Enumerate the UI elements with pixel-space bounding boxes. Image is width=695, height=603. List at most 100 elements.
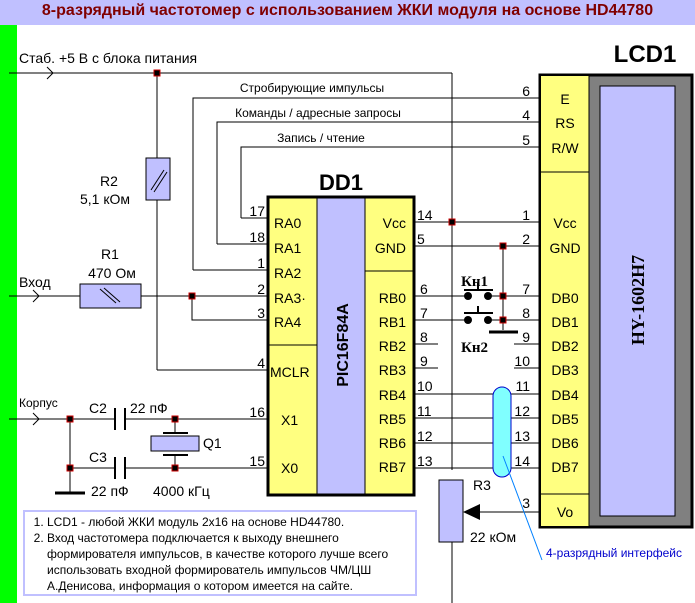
pin-number: 12 <box>417 428 433 444</box>
pin-number: 10 <box>417 378 433 394</box>
r3-value: 22 кОм <box>470 529 516 545</box>
bus-highlight <box>492 386 512 478</box>
pin-number: 12 <box>514 403 530 419</box>
pin-name: RB7 <box>379 459 406 475</box>
pin-number: 5 <box>522 132 530 148</box>
pin-name: RB6 <box>379 435 406 451</box>
side-bar <box>0 25 17 603</box>
lcd1-part: HY-1602H7 <box>628 255 648 345</box>
pin-name: Vcc <box>553 215 576 231</box>
pin-number: 6 <box>522 83 530 99</box>
pin-name: RA4 <box>274 314 301 330</box>
pin-number: 9 <box>420 353 428 369</box>
pin-name: R/W <box>551 140 579 156</box>
pin-name: GND <box>375 240 406 256</box>
pin-number: 8 <box>420 329 428 345</box>
note-item: Вход частотомера подключается к выходу в… <box>47 530 411 594</box>
pin-name: RB4 <box>379 387 406 403</box>
pin-name: RB0 <box>379 290 406 306</box>
c3-ref: C3 <box>89 449 107 465</box>
dd1-right-pins: 14 Vcc 5 GND 6 RB0 7 RB1 8 RB2 9 RB3 10 … <box>375 207 433 475</box>
pin-name: DB7 <box>551 459 578 475</box>
notes-box: LCD1 - любой ЖКИ модуль 2х16 на основе H… <box>23 510 417 596</box>
pin-name: RA3· <box>274 290 306 306</box>
annotation-leader <box>502 455 543 561</box>
r1-value: 470 Ом <box>88 265 136 281</box>
pin-number: 4 <box>522 107 530 123</box>
pin-number: 3 <box>257 305 265 321</box>
pin-number: 13 <box>417 453 433 469</box>
pin-number: 7 <box>522 281 530 297</box>
pin-name: DB0 <box>551 290 578 306</box>
power-input-label: Стаб. +5 В с блока питания <box>19 50 197 66</box>
note-item: LCD1 - любой ЖКИ модуль 2х16 на основе H… <box>47 514 411 530</box>
pin-number: 16 <box>249 404 265 420</box>
dd1-left-pins: 17 RA0 18 RA1 1 RA2 2 RA3· 3 RA4 4 MCLR … <box>249 203 309 476</box>
pin-number: 10 <box>514 353 530 369</box>
pin-number: 18 <box>249 229 265 245</box>
r2-ref: R2 <box>100 173 118 189</box>
header-bar: 8-разрядный частотомер с использованием … <box>0 0 695 25</box>
junctions <box>66 69 507 472</box>
button-kn2-label: Кн2 <box>461 340 488 356</box>
r2-value: 5,1 кОм <box>80 191 130 207</box>
lcd1-ref: LCD1 <box>614 41 677 68</box>
ground-input-label: Корпус <box>19 396 58 410</box>
crystal-q1 <box>150 435 200 452</box>
c2-value: 22 пФ <box>130 400 168 416</box>
resistor-r3 <box>438 479 480 543</box>
pin-name: X1 <box>281 412 298 428</box>
pin-name: RA1 <box>274 240 301 256</box>
resistor-r2 <box>145 157 171 201</box>
pin-name: X0 <box>281 460 298 476</box>
r3-ref: R3 <box>473 477 491 493</box>
pin-number: 3 <box>522 495 530 511</box>
pin-number: 14 <box>514 453 530 469</box>
pin-number: 6 <box>420 281 428 297</box>
pin-name: MCLR <box>270 364 310 380</box>
pin-number: 1 <box>522 207 530 223</box>
ic-dd1: DD1 PIC16F84A <box>266 170 416 497</box>
q1-ref: Q1 <box>203 435 222 451</box>
pin-name: GND <box>549 240 580 256</box>
pin-name: DB2 <box>551 338 578 354</box>
pin-number: 13 <box>514 428 530 444</box>
pin-number: 7 <box>420 305 428 321</box>
wires <box>9 66 540 603</box>
pin-number: 15 <box>249 453 265 469</box>
pin-name: RS <box>555 115 574 131</box>
strobe-label: Стробирующие импульсы <box>240 81 384 95</box>
pin-name: E <box>560 91 569 107</box>
c2-ref: C2 <box>89 400 107 416</box>
pin-number: 4 <box>257 355 265 371</box>
pin-number: 8 <box>522 305 530 321</box>
dd1-ref: DD1 <box>319 170 363 195</box>
pin-name: Vo <box>557 504 574 520</box>
pin-number: 9 <box>522 329 530 345</box>
lcd-lcd1: LCD1 HY-1602H7 <box>538 41 694 529</box>
signal-input-label: Вход <box>19 274 51 290</box>
button-kn1-label: Кн1 <box>461 274 488 290</box>
page-title: 8-разрядный частотомер с использованием … <box>41 2 654 19</box>
pin-name: DB6 <box>551 435 578 451</box>
interface-annotation: 4-разрядный интерфейс <box>546 546 682 560</box>
lcd1-pins: 6 E 4 RS 5 R/W 1 Vcc 2 GND 7 DB0 8 DB1 9… <box>514 83 580 520</box>
pin-number: 11 <box>417 403 432 419</box>
pin-number: 2 <box>257 281 265 297</box>
pin-name: DB5 <box>551 411 578 427</box>
pin-number: 11 <box>515 378 530 394</box>
q1-value: 4000 кГц <box>153 483 210 499</box>
pin-name: RB5 <box>379 411 406 427</box>
resistor-r1 <box>79 283 142 309</box>
pin-name: Vcc <box>383 215 406 231</box>
pin-name: DB1 <box>551 314 578 330</box>
pin-name: RA0 <box>274 215 301 231</box>
pin-number: 17 <box>249 203 265 219</box>
pin-number: 2 <box>522 231 530 247</box>
pin-name: DB4 <box>551 387 578 403</box>
r1-ref: R1 <box>101 246 119 262</box>
pin-number: 5 <box>417 231 425 247</box>
pin-name: RB1 <box>379 314 406 330</box>
rw-label: Запись / чтение <box>277 131 365 145</box>
